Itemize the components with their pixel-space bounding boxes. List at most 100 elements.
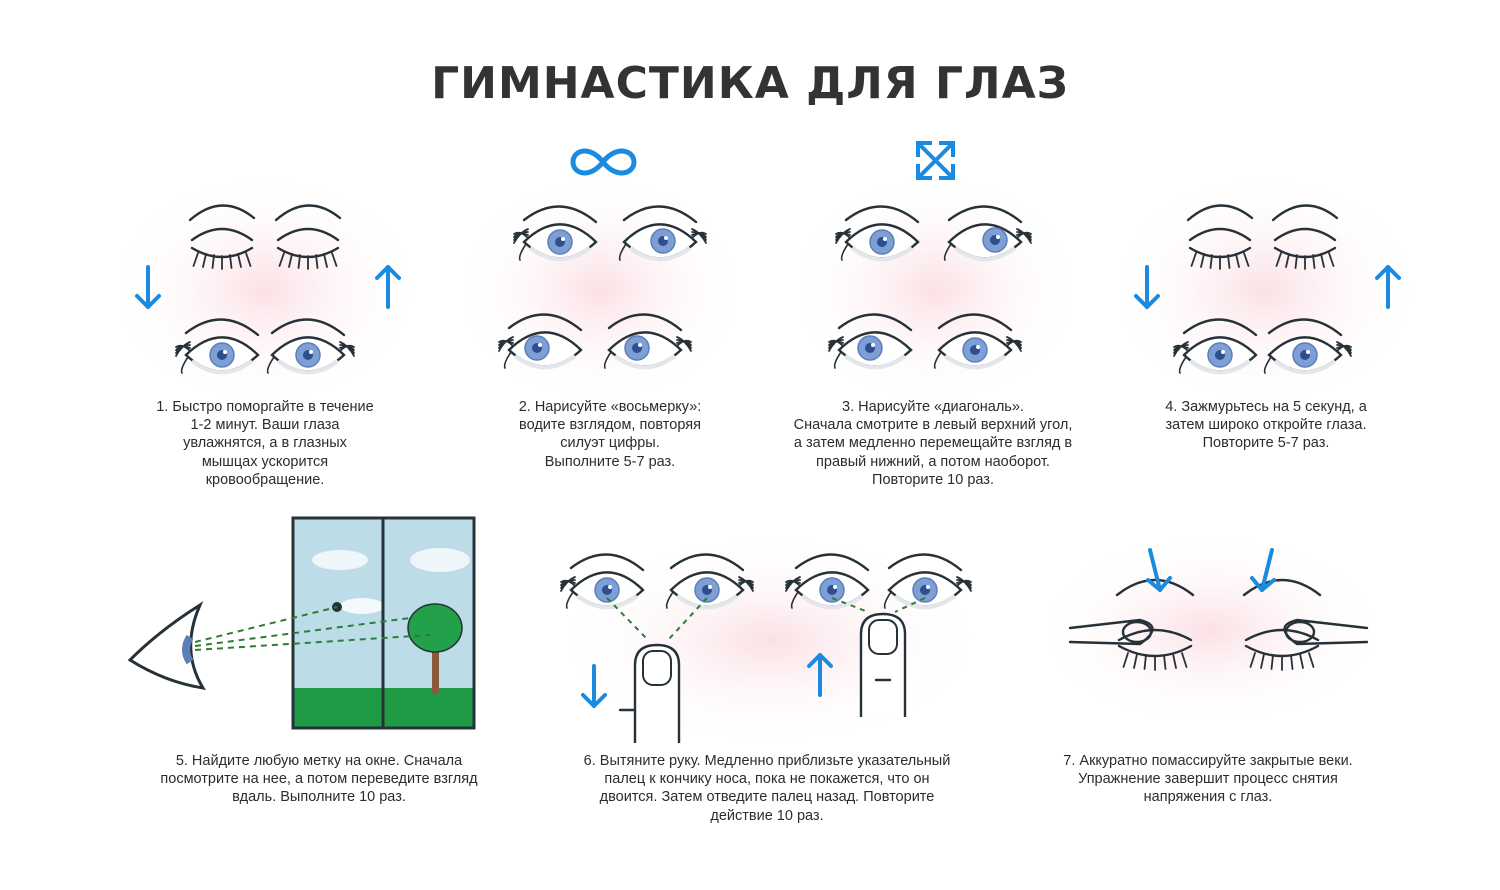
eyelash <box>229 254 233 269</box>
eyelash <box>738 576 754 592</box>
highlight <box>664 236 668 240</box>
eyelash <box>315 254 319 269</box>
eyelash <box>785 576 801 592</box>
fingernail <box>1284 620 1316 644</box>
eyelash <box>278 252 285 267</box>
finger-icon <box>633 643 681 743</box>
highlight <box>708 585 712 589</box>
eyelash <box>1122 652 1129 668</box>
eyelash <box>1312 254 1316 269</box>
open-eye-icon <box>933 313 1022 370</box>
eyelash <box>498 336 514 352</box>
side-eye-icon <box>127 601 431 690</box>
eyelash <box>1178 356 1187 374</box>
open-eye-icon <box>1263 318 1352 375</box>
eyelash <box>1328 252 1335 267</box>
highlight <box>996 235 1000 239</box>
eyelash <box>1285 253 1290 268</box>
eye-shade <box>953 246 1017 262</box>
exercise-3-text: 3. Нарисуйте «диагональ». Сначала смотри… <box>793 399 1073 488</box>
massage-finger-icon <box>1242 578 1369 671</box>
eye-shade <box>276 359 340 375</box>
gaze-lines <box>194 606 431 651</box>
massage-finger-icon <box>1068 578 1195 671</box>
eye-shade <box>850 246 914 262</box>
eyebrow <box>794 553 870 572</box>
exercise-1-text: 1. Быстро поморгайте в течение 1-2 минут… <box>156 399 374 488</box>
eyelash <box>933 351 942 369</box>
closed-eye-icon <box>1271 204 1339 270</box>
background-glow <box>1030 530 1390 730</box>
eye-shade <box>1273 359 1337 375</box>
eyelash <box>331 252 338 267</box>
open-eye-icon <box>835 205 920 262</box>
eyebrow <box>1115 578 1195 597</box>
closed-eye-icon <box>274 204 342 270</box>
gaze-lines <box>831 597 926 613</box>
arrow-up-icon <box>807 653 833 697</box>
infinity-icon <box>570 148 637 176</box>
highlight <box>608 585 612 589</box>
eyelash <box>883 591 892 609</box>
eyelash <box>603 351 612 369</box>
eyelash <box>665 591 674 609</box>
background-glow <box>105 170 425 410</box>
highlight <box>561 237 565 241</box>
eyebrow <box>270 318 346 337</box>
eyelash <box>1227 254 1231 269</box>
highlight <box>1306 350 1310 354</box>
highlight <box>309 350 313 354</box>
eyelash <box>1243 252 1250 267</box>
eyebrow <box>607 313 683 332</box>
closed-eye-icon <box>1186 204 1254 270</box>
eye-shade <box>943 354 1007 370</box>
highlight <box>871 343 875 347</box>
highlight <box>1221 350 1225 354</box>
eyelash <box>565 591 574 609</box>
eyelash <box>828 336 844 352</box>
eyelash <box>835 228 851 244</box>
open-eye-icon <box>498 313 583 370</box>
eyelash <box>1270 654 1274 670</box>
eyelash <box>840 243 849 261</box>
eyelash <box>503 351 512 369</box>
eye-shade <box>893 594 957 610</box>
arrow-up-icon <box>1375 265 1401 309</box>
eyebrow <box>669 553 745 572</box>
open-eye-icon <box>266 318 355 375</box>
eyelash <box>1235 253 1240 268</box>
eyelash <box>1173 341 1189 357</box>
eyelid <box>190 227 254 242</box>
eyelash <box>1209 254 1213 269</box>
eyebrow <box>947 205 1023 224</box>
eyelid <box>1188 227 1252 242</box>
open-eye-icon <box>943 205 1032 262</box>
eyelash <box>1275 252 1282 267</box>
eyelash <box>323 253 328 268</box>
eye-shade <box>628 246 692 262</box>
closed-eye-icon <box>188 204 256 270</box>
open-eye-icon <box>828 313 913 370</box>
arrow-up-icon <box>375 265 401 309</box>
eyelash <box>1190 252 1197 267</box>
eyebrow <box>1242 578 1322 597</box>
eyebrow <box>1267 318 1343 337</box>
eyelid <box>1273 227 1337 242</box>
arrow-down-icon <box>1146 548 1172 592</box>
eyelash <box>943 243 952 261</box>
eye-shade <box>800 594 864 610</box>
eye-shade <box>675 594 739 610</box>
eyelash <box>956 576 972 592</box>
arrow-down-icon <box>581 664 607 708</box>
eyelash <box>180 356 189 374</box>
eye-shade <box>1188 359 1252 375</box>
eyelash <box>1290 654 1294 670</box>
eyelash <box>1336 341 1352 357</box>
eyelash <box>691 228 707 244</box>
arrow-down-icon <box>1134 265 1160 309</box>
eyelash <box>1263 356 1272 374</box>
exercise-5-text: 5. Найдите любую метку на окне. Сначала … <box>160 753 478 806</box>
highlight <box>223 350 227 354</box>
highlight <box>538 343 542 347</box>
eyelash <box>297 254 301 269</box>
